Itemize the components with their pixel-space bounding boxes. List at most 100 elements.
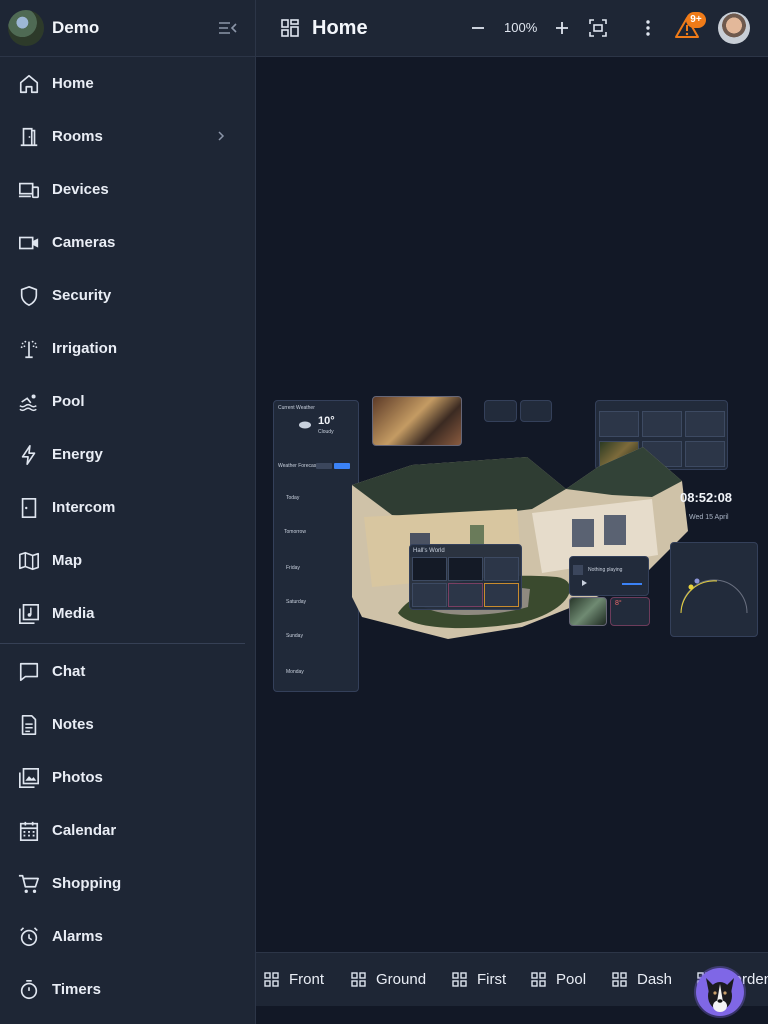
- sidebar-item-photos[interactable]: Photos: [0, 752, 255, 805]
- status-card[interactable]: [484, 400, 517, 422]
- heating-card[interactable]: 8°: [610, 597, 650, 626]
- alarm-icon: [20, 927, 38, 947]
- calendar-icon: [19, 821, 39, 841]
- zoom-out-icon[interactable]: [468, 18, 488, 38]
- dashboard-icon: [281, 19, 299, 37]
- sidebar-item-map[interactable]: Map: [0, 535, 255, 588]
- sidebar-item-calendar[interactable]: Calendar: [0, 805, 255, 858]
- tab-label: Dash: [637, 971, 673, 988]
- sidebar-item-cameras[interactable]: Cameras: [0, 217, 255, 270]
- tab-dash[interactable]: Dash: [612, 971, 682, 991]
- house-3d-model[interactable]: [352, 427, 716, 639]
- devices-icon: [18, 182, 39, 199]
- dashboard-icon: [264, 972, 279, 987]
- sidebar-item-home[interactable]: Home: [0, 58, 255, 111]
- sidebar-item-label: Home: [52, 75, 94, 92]
- sidebar-item-rooms[interactable]: Rooms: [0, 111, 255, 164]
- brand-avatar[interactable]: [8, 10, 44, 46]
- sidebar-item-energy[interactable]: Energy: [0, 429, 255, 482]
- weather-title: Current Weather: [278, 405, 315, 411]
- brand-name: Demo: [52, 18, 100, 37]
- sidebar-item-label: Security: [52, 287, 112, 304]
- tab-ground[interactable]: Ground: [351, 971, 441, 991]
- sidebar-item-label: Devices: [52, 181, 109, 198]
- camera-tile[interactable]: [685, 411, 725, 437]
- camera-tile[interactable]: [642, 411, 682, 437]
- halls-title: Hall's World: [413, 548, 445, 554]
- device-tile[interactable]: [412, 557, 447, 581]
- sidebar-item-security[interactable]: Security: [0, 270, 255, 323]
- sidebar-divider: [0, 643, 245, 644]
- sidebar-item-chat[interactable]: Chat: [0, 646, 255, 699]
- volume-slider[interactable]: [622, 583, 642, 585]
- lightning-icon: [21, 445, 36, 465]
- camera-tile[interactable]: [599, 411, 639, 437]
- device-tile[interactable]: [448, 583, 483, 607]
- sidebar-item-label: Irrigation: [52, 340, 118, 357]
- sidebar-item-shopping[interactable]: Shopping: [0, 858, 255, 911]
- status-card[interactable]: [520, 400, 552, 422]
- fit-screen-icon[interactable]: [588, 18, 608, 38]
- bottom-strip: [256, 1006, 768, 1024]
- media-player-card[interactable]: Nothing playing: [569, 556, 649, 596]
- sidebar-item-media[interactable]: Media: [0, 588, 255, 641]
- sidebar-item-label: Notes: [52, 716, 94, 733]
- sidebar-item-alarms[interactable]: Alarms: [0, 911, 255, 964]
- sidebar-item-intercom[interactable]: Intercom: [0, 482, 255, 535]
- collapse-sidebar-icon[interactable]: [218, 20, 238, 36]
- album-art: [573, 565, 583, 575]
- zoom-in-icon[interactable]: [552, 18, 572, 38]
- more-vertical-icon[interactable]: [638, 18, 658, 38]
- dashboard-icon: [531, 972, 546, 987]
- page-title: Home: [312, 17, 368, 39]
- device-tile[interactable]: [448, 557, 483, 581]
- clock-time: 08:52:08: [680, 490, 733, 505]
- cart-icon: [18, 874, 39, 893]
- device-tile[interactable]: [412, 583, 447, 607]
- sun-position-card[interactable]: [670, 542, 758, 637]
- floorplan-canvas[interactable]: Current Weather 10° Cloudy Weather Forec…: [256, 57, 768, 952]
- camera-tile[interactable]: [685, 441, 725, 467]
- device-tile[interactable]: [484, 557, 519, 581]
- cameras-card[interactable]: [595, 400, 728, 470]
- sun-arc-chart: [680, 578, 748, 614]
- sidebar-item-pool[interactable]: Pool: [0, 376, 255, 429]
- device-tile[interactable]: [484, 583, 519, 607]
- forecast-toggle-daily[interactable]: [316, 463, 332, 469]
- photo-frame-card[interactable]: [372, 396, 462, 446]
- top-bar: Home 100% 9+: [256, 0, 768, 57]
- halls-world-card[interactable]: Hall's World: [409, 544, 522, 610]
- weather-condition: Cloudy: [318, 429, 334, 435]
- clock-date: Wed 15 April: [689, 514, 729, 521]
- forecast-day: Today: [286, 495, 300, 501]
- tab-front[interactable]: Front: [264, 971, 344, 991]
- forecast-toggle-hourly[interactable]: [334, 463, 350, 469]
- sidebar-item-timers[interactable]: Timers: [0, 964, 255, 1017]
- sidebar-item-notes[interactable]: Notes: [0, 699, 255, 752]
- timer-icon: [20, 980, 38, 1000]
- tab-label: First: [477, 971, 507, 988]
- camera-thumbnail[interactable]: [569, 597, 607, 626]
- media-title: Nothing playing: [588, 567, 623, 573]
- sidebar-item-label: Alarms: [52, 928, 103, 945]
- map-icon: [19, 551, 39, 571]
- sidebar-item-irrigation[interactable]: Irrigation: [0, 323, 255, 376]
- camera-icon: [19, 236, 39, 250]
- tab-first[interactable]: First: [452, 971, 522, 991]
- tab-pool[interactable]: Pool: [531, 971, 601, 991]
- notes-icon: [21, 715, 37, 735]
- chat-icon: [19, 662, 39, 682]
- user-avatar[interactable]: [718, 12, 750, 44]
- sidebar-item-label: Chat: [52, 663, 86, 680]
- forecast-day: Tomorrow: [284, 529, 306, 535]
- assistant-avatar[interactable]: [696, 968, 744, 1016]
- sprinkler-icon: [20, 340, 38, 359]
- sidebar-item-devices[interactable]: Devices: [0, 164, 255, 217]
- music-library-icon: [19, 604, 39, 624]
- forecast-day: Monday: [286, 669, 304, 675]
- sidebar-item-label: Media: [52, 605, 95, 622]
- weather-card[interactable]: Current Weather 10° Cloudy Weather Forec…: [273, 400, 359, 692]
- heat-value: 8°: [615, 600, 622, 607]
- play-icon[interactable]: [580, 579, 588, 587]
- sidebar-item-label: Timers: [52, 981, 101, 998]
